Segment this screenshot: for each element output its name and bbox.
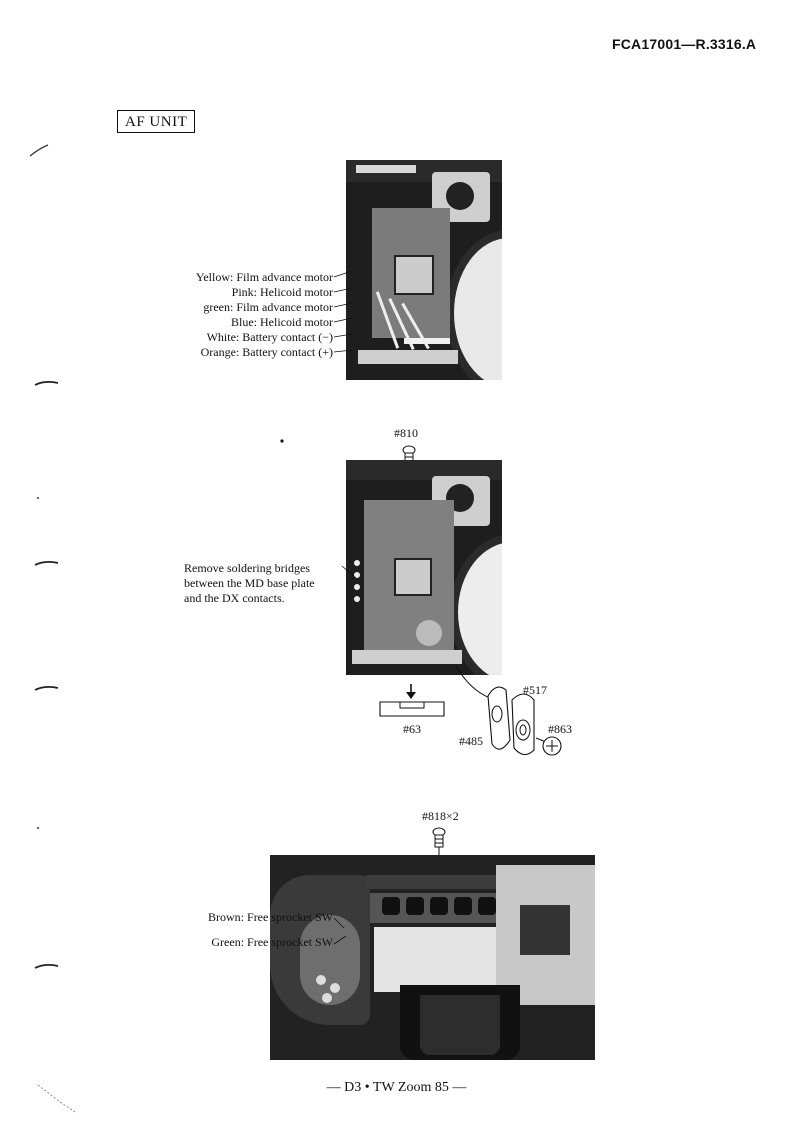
- page-footer: — D3 • TW Zoom 85 —: [326, 1080, 467, 1095]
- soldering-note-line-1: Remove soldering bridges: [184, 561, 310, 575]
- part-517-label: #517: [523, 683, 547, 697]
- soldering-note-line-3: and the DX contacts.: [184, 591, 285, 605]
- soldering-note: Remove soldering bridges between the MD …: [184, 561, 315, 606]
- section-title: AF UNIT: [117, 110, 196, 133]
- wire-label-yellow: Yellow: Film advance motor: [195, 270, 333, 284]
- wire-label-pink: Pink: Helicoid motor: [231, 285, 333, 299]
- camera-circuit-photo-2: [346, 460, 502, 675]
- wire-label-white: White: Battery contact (−): [206, 330, 333, 344]
- document-id: FCA17001—R.3316.A: [612, 36, 757, 52]
- wire-label-green: green: Film advance motor: [203, 300, 333, 314]
- camera-bottom-photo: [270, 855, 595, 1060]
- sprocket-switch-labels: Brown: Free sprocket SW Green: Free spro…: [208, 910, 333, 950]
- soldering-note-line-2: between the MD base plate: [184, 576, 315, 590]
- wire-label-list: Yellow: Film advance motor Pink: Helicoi…: [196, 270, 333, 360]
- screw-810-label: #810: [394, 426, 418, 440]
- part-863-label: #863: [548, 722, 572, 736]
- wire-label-orange: Orange: Battery contact (+): [200, 345, 333, 359]
- camera-circuit-photo-1: [346, 160, 502, 380]
- screw-818-label: #818×2: [422, 809, 459, 823]
- label-green-free-sprocket-sw: Green: Free sprocket SW: [211, 935, 333, 949]
- part-63-label: #63: [403, 722, 421, 736]
- wire-label-blue: Blue: Helicoid motor: [231, 315, 333, 329]
- part-485-label: #485: [459, 734, 483, 748]
- label-brown-free-sprocket-sw: Brown: Free sprocket SW: [208, 910, 333, 924]
